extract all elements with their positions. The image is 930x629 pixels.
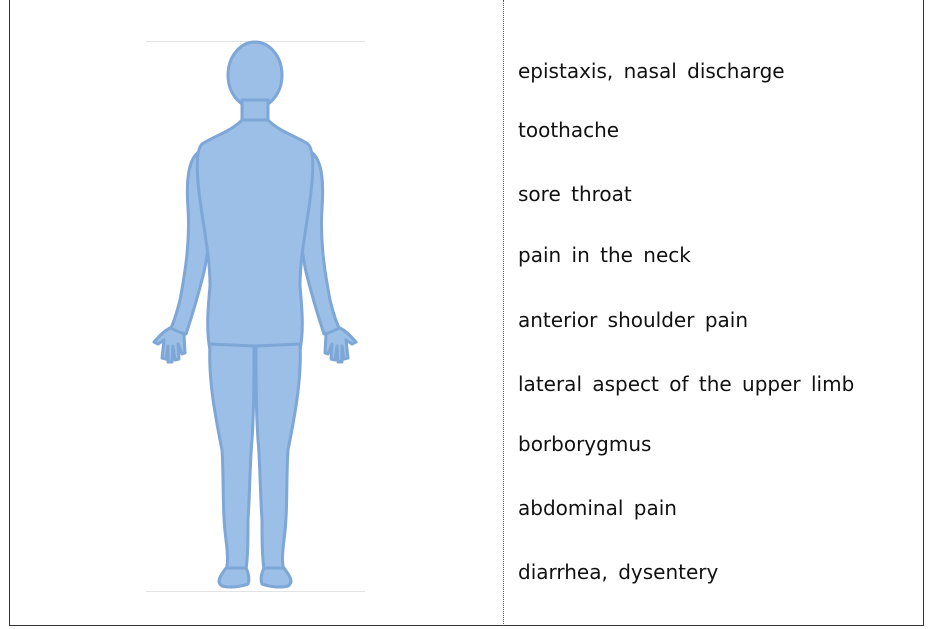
torso-shape (197, 120, 313, 350)
symptom-item: abdominal pain (518, 496, 677, 520)
human-body-figure (150, 40, 370, 596)
symptom-item: anterior shoulder pain (518, 308, 748, 332)
column-divider (503, 0, 504, 626)
symptom-item: lateral aspect of the upper limb (518, 372, 854, 396)
symptom-item: sore throat (518, 182, 632, 206)
left-hand-shape (154, 328, 185, 362)
left-foot-shape (219, 568, 249, 587)
symptom-item: diarrhea, dysentery (518, 560, 718, 584)
left-leg-shape (210, 344, 254, 570)
symptom-item: borborygmus (518, 432, 651, 456)
symptom-item: toothache (518, 118, 619, 142)
head-shape (228, 42, 282, 108)
symptom-item: pain in the neck (518, 243, 691, 267)
right-leg-shape (256, 344, 300, 570)
right-foot-shape (261, 568, 291, 587)
symptom-item: epistaxis, nasal discharge (518, 59, 785, 83)
right-hand-shape (325, 328, 356, 362)
figure-cell (10, 0, 503, 625)
